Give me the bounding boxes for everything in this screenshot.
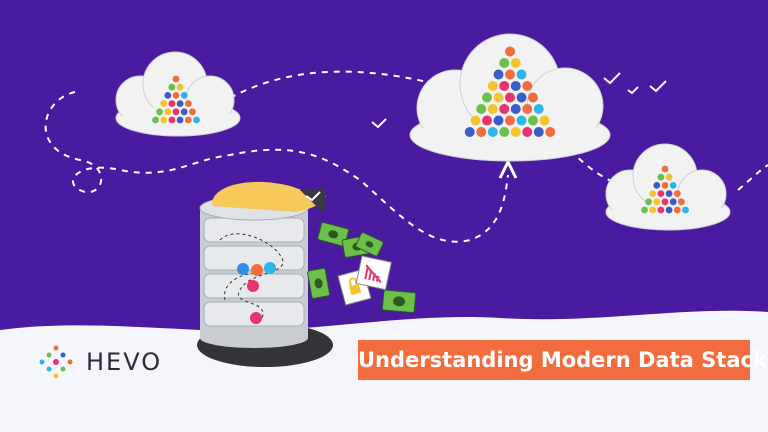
pyramid-dot xyxy=(522,81,533,91)
pyramid-dot xyxy=(172,92,180,99)
pyramid-dot xyxy=(499,81,510,91)
cloud-icon xyxy=(409,33,611,162)
pyramid-dot xyxy=(641,206,648,214)
pyramid-dot xyxy=(160,100,168,107)
pyramid-dot xyxy=(505,115,515,126)
cloud-icon xyxy=(605,143,731,231)
pyramid-dot xyxy=(487,81,498,91)
pyramid-dot xyxy=(168,100,176,107)
hevo-brand: HEVO xyxy=(36,342,162,382)
pyramid-dot xyxy=(505,92,515,103)
pyramid-dot xyxy=(189,108,196,116)
pyramid-dot xyxy=(665,173,673,181)
dot-pyramid-group xyxy=(152,46,689,214)
pyramid-dot xyxy=(168,83,176,91)
pyramid-dot xyxy=(499,127,510,137)
pyramid-dot xyxy=(528,92,538,103)
pyramid-dot xyxy=(653,182,661,189)
pyramid-dot xyxy=(476,104,487,114)
pyramid-dot xyxy=(180,108,188,116)
pyramid-dot xyxy=(193,116,200,124)
pyramid-dot xyxy=(184,116,192,124)
pyramid-dot xyxy=(176,100,184,107)
pyramid-dot xyxy=(653,198,661,206)
page-title-banner: Understanding Modern Data Stack xyxy=(358,340,767,380)
pyramid-dot xyxy=(516,69,527,80)
pyramid-dot xyxy=(470,115,481,126)
bird-icon xyxy=(371,72,667,129)
pyramid-dot xyxy=(533,104,544,114)
cloud-icon xyxy=(115,51,241,137)
pyramid-dot xyxy=(657,190,665,198)
pyramid-dot xyxy=(539,115,550,126)
pyramid-dot xyxy=(505,46,515,57)
pyramid-dot xyxy=(152,116,159,124)
pyramid-dot xyxy=(184,100,192,107)
pyramid-dot xyxy=(661,165,669,173)
pyramid-dot xyxy=(510,58,521,68)
pyramid-dot xyxy=(657,173,665,181)
pyramid-dot xyxy=(493,92,504,103)
pyramid-dot xyxy=(661,182,669,189)
pyramid-dot xyxy=(545,127,556,137)
pyramid-dot xyxy=(510,104,521,114)
pyramid-dot xyxy=(510,127,521,137)
pyramid-dot xyxy=(156,108,164,116)
path-arrow-icon xyxy=(498,158,518,179)
pyramid-dot xyxy=(516,115,527,126)
pyramid-dot xyxy=(164,108,172,116)
pyramid-dot xyxy=(669,182,677,189)
pyramid-dot xyxy=(176,83,184,91)
pyramid-dot xyxy=(661,198,669,206)
sack-icon xyxy=(211,181,326,212)
pyramid-dot xyxy=(669,198,677,206)
pyramid-dot xyxy=(180,92,188,99)
pyramid-dot xyxy=(673,206,681,214)
pyramid-dot xyxy=(493,69,504,80)
pyramid-dot xyxy=(160,116,168,124)
pyramid-dot xyxy=(499,104,510,114)
pyramid-dot xyxy=(682,206,689,214)
pyramid-dot xyxy=(533,127,544,137)
pyramid-dot xyxy=(482,115,492,126)
brand-name: HEVO xyxy=(86,348,163,376)
pyramid-dot xyxy=(528,115,538,126)
pyramid-dot xyxy=(482,92,492,103)
pyramid-dot xyxy=(164,92,172,99)
pyramid-dot xyxy=(487,127,498,137)
pyramid-dot xyxy=(678,198,685,206)
pyramid-dot xyxy=(168,116,176,124)
pyramid-dot xyxy=(493,115,504,126)
pyramid-dot xyxy=(499,58,510,68)
pyramid-dot xyxy=(649,190,657,198)
pyramid-dot xyxy=(505,69,515,80)
money-bill-icon xyxy=(307,221,417,314)
pyramid-dot xyxy=(665,190,673,198)
pyramid-dot xyxy=(516,92,527,103)
pyramid-dot xyxy=(464,127,475,137)
pyramid-dot xyxy=(522,127,533,137)
database-cylinder-icon xyxy=(197,181,333,367)
pyramid-dot xyxy=(645,198,652,206)
pyramid-dot xyxy=(649,206,657,214)
pyramid-dot xyxy=(172,108,180,116)
pyramid-dot xyxy=(665,206,673,214)
pyramid-dot xyxy=(673,190,681,198)
pyramid-dot xyxy=(657,206,665,214)
pyramid-dot xyxy=(172,75,180,83)
pyramid-dot xyxy=(176,116,184,124)
hevo-dots-logo-icon xyxy=(39,345,73,379)
pyramid-dot xyxy=(476,127,487,137)
chart-document-icon xyxy=(355,255,392,291)
pyramid-dot xyxy=(510,81,521,91)
pyramid-dot xyxy=(522,104,533,114)
pyramid-dot xyxy=(487,104,498,114)
